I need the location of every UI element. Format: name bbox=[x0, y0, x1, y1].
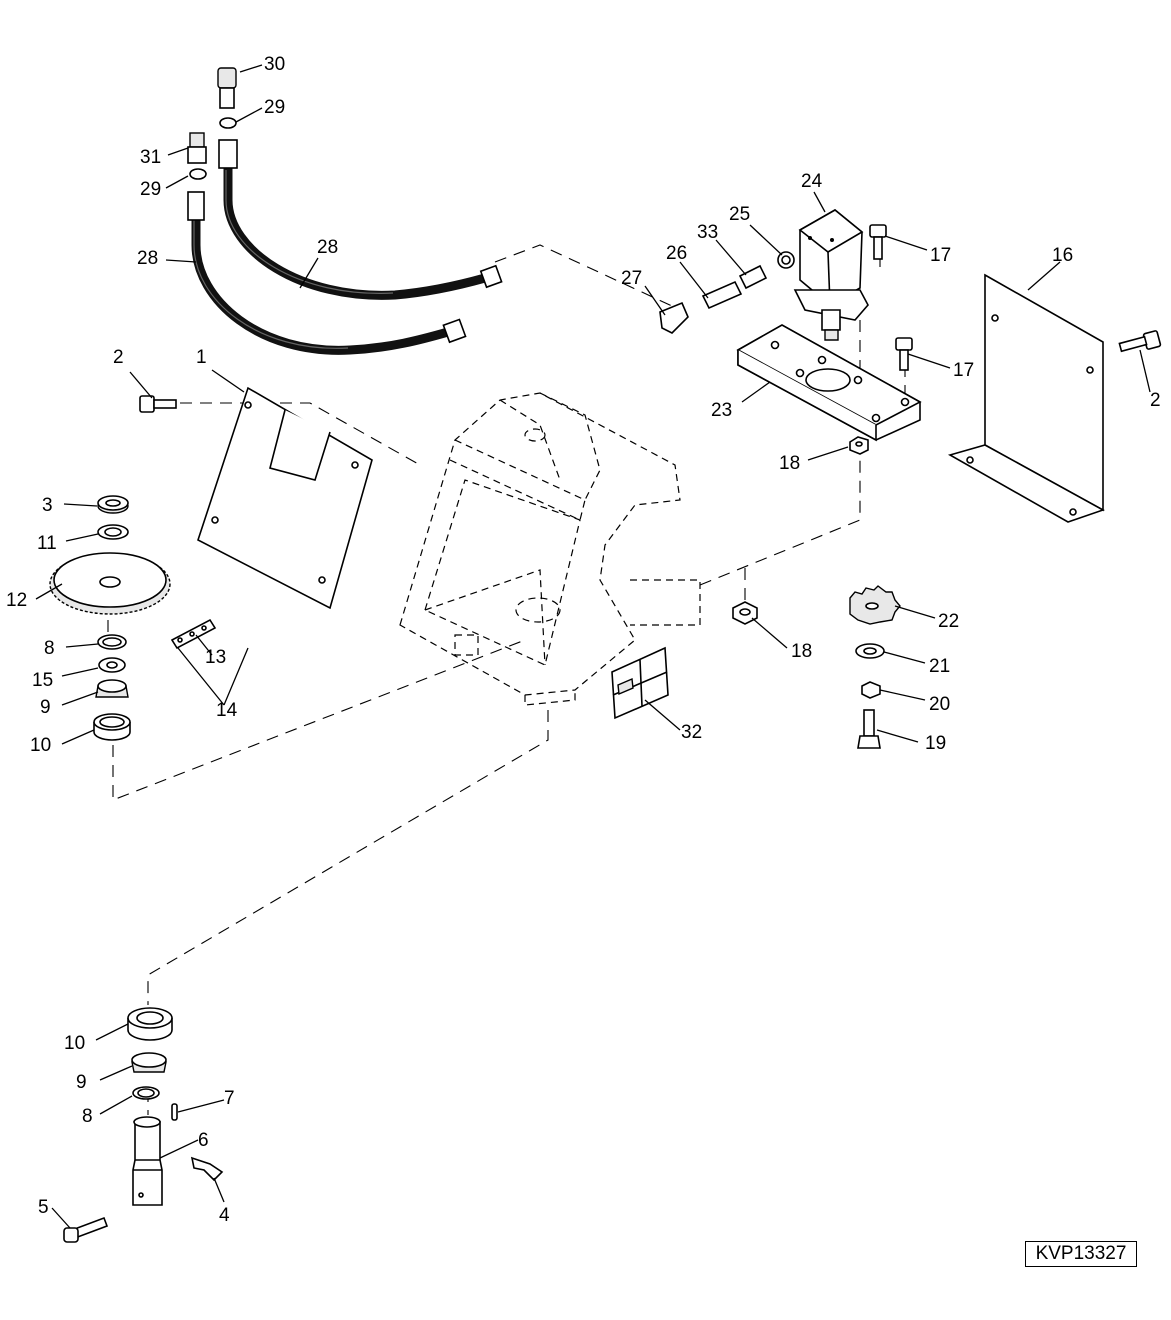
callout-17-lower: 17 bbox=[953, 360, 974, 381]
callout-17-upper: 17 bbox=[930, 245, 951, 266]
callout-9-lower: 9 bbox=[76, 1072, 87, 1093]
callout-14: 14 bbox=[216, 700, 238, 721]
bolt-17-lower bbox=[895, 337, 913, 371]
fitting-31 bbox=[187, 132, 207, 164]
mount-plate-23 bbox=[736, 324, 922, 442]
callout-9-upper: 9 bbox=[40, 697, 51, 718]
callout-25: 25 bbox=[729, 204, 750, 225]
gearbox-housing bbox=[399, 392, 701, 706]
callout-27: 27 bbox=[621, 268, 642, 289]
callout-24: 24 bbox=[801, 171, 823, 192]
seal-10-lower bbox=[127, 1007, 173, 1041]
callout-1: 1 bbox=[196, 347, 207, 368]
adapter-33 bbox=[738, 264, 768, 290]
callout-19: 19 bbox=[925, 733, 946, 754]
bolt-5 bbox=[63, 1216, 109, 1243]
callout-6: 6 bbox=[198, 1130, 209, 1151]
bearing-cup-8-upper bbox=[97, 634, 127, 650]
nut-18-lower bbox=[732, 601, 758, 625]
shaft-6 bbox=[132, 1116, 163, 1206]
lock-nut-3 bbox=[97, 495, 129, 514]
tube-26 bbox=[701, 280, 743, 310]
callout-2-right: 2 bbox=[1150, 390, 1161, 411]
callout-5: 5 bbox=[38, 1197, 49, 1218]
bearing-cup-8-lower bbox=[132, 1086, 160, 1100]
callout-leaders bbox=[35, 64, 1151, 1229]
callout-12: 12 bbox=[6, 590, 27, 611]
callout-32: 32 bbox=[681, 722, 702, 743]
nut-18-upper bbox=[849, 436, 869, 455]
callout-21: 21 bbox=[929, 656, 950, 677]
seal-10-upper bbox=[93, 713, 131, 741]
bracket-16 bbox=[947, 273, 1105, 523]
hydraulic-motor-24 bbox=[793, 209, 869, 341]
washer-11 bbox=[97, 524, 129, 540]
callout-13: 13 bbox=[205, 647, 226, 668]
callout-33: 33 bbox=[697, 222, 718, 243]
callout-7: 7 bbox=[224, 1088, 235, 1109]
callout-11: 11 bbox=[37, 533, 57, 554]
callout-10-upper: 10 bbox=[30, 735, 51, 756]
shield-plate bbox=[197, 386, 373, 610]
callout-15: 15 bbox=[32, 670, 53, 691]
callout-23: 23 bbox=[711, 400, 732, 421]
callout-labels: 30 29 31 29 28 28 1 2 3 11 12 8 15 9 10 … bbox=[6, 54, 1161, 1226]
callout-16: 16 bbox=[1052, 245, 1073, 266]
callout-20: 20 bbox=[929, 694, 950, 715]
clip-4 bbox=[190, 1156, 224, 1182]
callout-28-right: 28 bbox=[317, 237, 338, 258]
bolt-2-right bbox=[1118, 330, 1162, 353]
bearing-cone-9-upper bbox=[95, 679, 129, 698]
spacer-15 bbox=[98, 657, 126, 673]
bolt-17-upper bbox=[869, 224, 887, 260]
pin-7 bbox=[171, 1103, 178, 1121]
o-ring-29-lower bbox=[189, 168, 207, 180]
callout-26: 26 bbox=[666, 243, 687, 264]
nut-20 bbox=[861, 681, 881, 699]
bolt-2-left bbox=[139, 395, 177, 413]
callout-3: 3 bbox=[42, 495, 53, 516]
callout-2-left: 2 bbox=[113, 347, 124, 368]
hose-assembly-lower bbox=[191, 210, 467, 355]
callout-18-upper: 18 bbox=[779, 453, 800, 474]
o-ring-29-upper bbox=[219, 117, 237, 129]
callout-8-lower: 8 bbox=[82, 1106, 93, 1127]
sprocket-22 bbox=[849, 585, 901, 625]
bolt-19 bbox=[857, 709, 881, 749]
o-ring-25 bbox=[777, 251, 795, 269]
gear-12 bbox=[49, 552, 171, 615]
callout-10-lower: 10 bbox=[64, 1033, 85, 1054]
chain-link-13 bbox=[170, 618, 217, 650]
hose-end-fittings bbox=[187, 139, 238, 221]
callout-30: 30 bbox=[264, 54, 285, 75]
figure-reference-code: KVP13327 bbox=[1025, 1241, 1137, 1267]
callout-31: 31 bbox=[140, 147, 161, 168]
callout-28-left: 28 bbox=[137, 248, 158, 269]
hose-assembly-upper bbox=[223, 160, 503, 300]
washer-21 bbox=[855, 643, 885, 659]
elbow-27 bbox=[659, 301, 689, 334]
callout-18-lower: 18 bbox=[791, 641, 812, 662]
callout-29-lower: 29 bbox=[140, 179, 161, 200]
bearing-cone-9-lower bbox=[131, 1052, 167, 1073]
callout-29-upper: 29 bbox=[264, 97, 285, 118]
callout-4: 4 bbox=[219, 1205, 230, 1226]
fitting-30 bbox=[217, 67, 237, 109]
callout-8-upper: 8 bbox=[44, 638, 55, 659]
callout-22: 22 bbox=[938, 611, 959, 632]
decal-32 bbox=[611, 646, 669, 720]
